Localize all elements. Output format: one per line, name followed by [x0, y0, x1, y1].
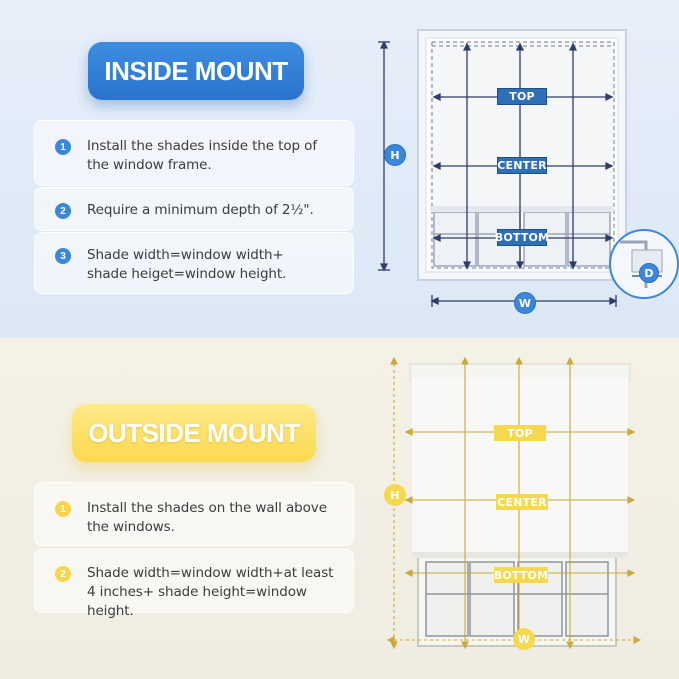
inside-mount-panel: INSIDE MOUNT 1 Install the shades inside… — [0, 0, 679, 338]
step-text: Install the shades inside the top of the… — [87, 138, 317, 173]
step-number-badge: 2 — [55, 203, 71, 219]
w-label: W — [513, 628, 535, 650]
center-label: CENTER — [496, 494, 548, 510]
outside-mount-title: OUTSIDE MOUNT — [72, 404, 316, 462]
h-label: H — [384, 484, 406, 506]
w-label: W — [514, 292, 536, 314]
bottom-label: BOTTOM — [493, 567, 549, 583]
shade — [412, 378, 628, 554]
shade-headrail — [409, 363, 631, 381]
d-label: D — [639, 263, 659, 283]
step-number-badge: 2 — [55, 566, 71, 582]
outside-mount-diagram — [386, 356, 642, 650]
step-text: Install the shades on the wall above the… — [87, 500, 327, 535]
top-label: TOP — [497, 88, 547, 105]
step-text: Shade width=window width+at least 4 inch… — [87, 565, 334, 619]
inside-step-1: 1 Install the shades inside the top of t… — [34, 120, 354, 186]
step-number-badge: 1 — [55, 139, 71, 155]
step-number-badge: 3 — [55, 248, 71, 264]
inside-step-3: 3 Shade width=window width+ shade heiget… — [34, 232, 354, 294]
center-label: CENTER — [497, 157, 547, 174]
h-label: H — [384, 144, 406, 166]
inside-boundary — [431, 41, 615, 269]
step-number-badge: 1 — [55, 501, 71, 517]
inside-step-2: 2 Require a minimum depth of 2½". — [34, 187, 354, 231]
shade — [430, 42, 614, 212]
bottom-label: BOTTOM — [494, 229, 550, 246]
inside-mount-title: INSIDE MOUNT — [88, 42, 304, 100]
outside-step-2: 2 Shade width=window width+at least 4 in… — [34, 549, 354, 619]
window-panes — [425, 561, 609, 637]
outside-mount-panel: OUTSIDE MOUNT 1 Install the shades on th… — [0, 338, 679, 679]
top-label: TOP — [494, 425, 546, 441]
outside-step-1: 1 Install the shades on the wall above t… — [34, 482, 354, 546]
step-text: Require a minimum depth of 2½". — [87, 202, 314, 218]
step-text: Shade width=window width+ shade heiget=w… — [87, 247, 287, 282]
